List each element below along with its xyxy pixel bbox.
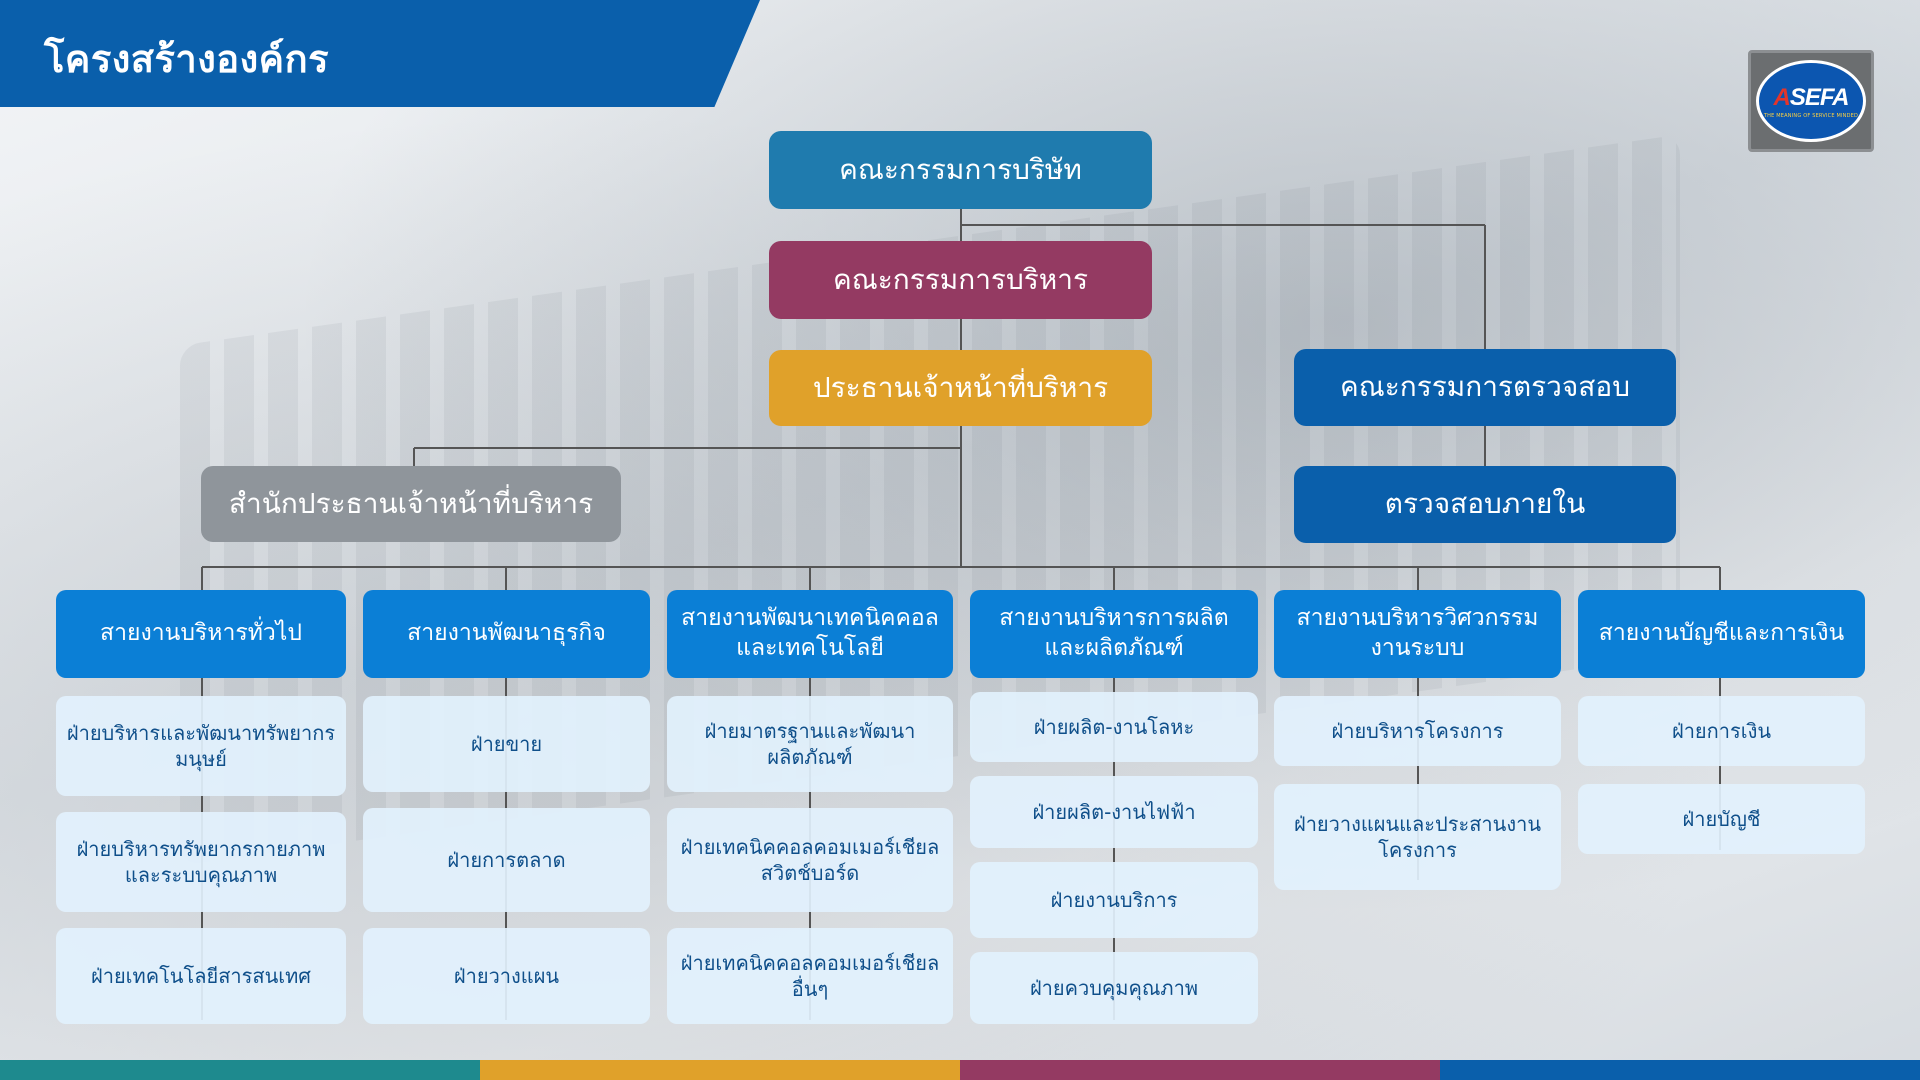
dept-production-electrical: ฝ่ายผลิต-งานไฟฟ้า <box>970 776 1258 848</box>
logo-wordmark: ASEFA <box>1773 83 1849 111</box>
dept-quality-control: ฝ่ายควบคุมคุณภาพ <box>970 952 1258 1024</box>
logo-badge: ASEFA THE MEANING OF SERVICE MINDED <box>1756 60 1866 142</box>
board-of-directors-box: คณะกรรมการบริษัท <box>769 131 1152 209</box>
dept-accounting: ฝ่ายบัญชี <box>1578 784 1865 854</box>
dept-project-management: ฝ่ายบริหารโครงการ <box>1274 696 1561 766</box>
footer-strip-gold <box>480 1060 960 1080</box>
division-technical-tech: สายงานพัฒนาเทคนิคคอลและเทคโนโลยี <box>667 590 953 678</box>
division-business-dev: สายงานพัฒนาธุรกิจ <box>363 590 650 678</box>
dept-project-planning-coordination: ฝ่ายวางแผนและประสานงานโครงการ <box>1274 784 1561 890</box>
title-banner <box>0 0 760 107</box>
dept-sales: ฝ่ายขาย <box>363 696 650 792</box>
ceo-box: ประธานเจ้าหน้าที่บริหาร <box>769 350 1152 426</box>
footer-strip-teal <box>0 1060 480 1080</box>
executive-committee-box: คณะกรรมการบริหาร <box>769 241 1152 319</box>
division-production: สายงานบริหารการผลิตและผลิตภัณฑ์ <box>970 590 1258 678</box>
logo-tagline: THE MEANING OF SERVICE MINDED <box>1763 112 1859 119</box>
dept-technical-other: ฝ่ายเทคนิคคอลคอมเมอร์เชียลอื่นๆ <box>667 928 953 1024</box>
page-title: โครงสร้างองค์กร <box>44 37 330 81</box>
internal-audit-box: ตรวจสอบภายใน <box>1294 466 1676 543</box>
footer-strip-plum <box>960 1060 1440 1080</box>
dept-it: ฝ่ายเทคโนโลยีสารสนเทศ <box>56 928 346 1024</box>
audit-committee-box: คณะกรรมการตรวจสอบ <box>1294 349 1676 426</box>
company-logo: ASEFA THE MEANING OF SERVICE MINDED <box>1748 50 1874 152</box>
dept-hr-development: ฝ่ายบริหารและพัฒนาทรัพยากรมนุษย์ <box>56 696 346 796</box>
dept-production-metal: ฝ่ายผลิต-งานโลหะ <box>970 692 1258 762</box>
dept-physical-quality: ฝ่ายบริหารทรัพยากรกายภาพและระบบคุณภาพ <box>56 812 346 912</box>
dept-marketing: ฝ่ายการตลาด <box>363 808 650 912</box>
ceo-office-box: สำนักประธานเจ้าหน้าที่บริหาร <box>201 466 621 542</box>
division-general-admin: สายงานบริหารทั่วไป <box>56 590 346 678</box>
dept-technical-switchboard: ฝ่ายเทคนิคคอลคอมเมอร์เชียลสวิตช์บอร์ด <box>667 808 953 912</box>
division-accounting-finance: สายงานบัญชีและการเงิน <box>1578 590 1865 678</box>
dept-standards-product: ฝ่ายมาตรฐานและพัฒนาผลิตภัณฑ์ <box>667 696 953 792</box>
dept-finance: ฝ่ายการเงิน <box>1578 696 1865 766</box>
dept-service: ฝ่ายงานบริการ <box>970 862 1258 938</box>
footer-strip-blue <box>1440 1060 1920 1080</box>
division-engineering: สายงานบริหารวิศวกรรมงานระบบ <box>1274 590 1561 678</box>
dept-planning: ฝ่ายวางแผน <box>363 928 650 1024</box>
